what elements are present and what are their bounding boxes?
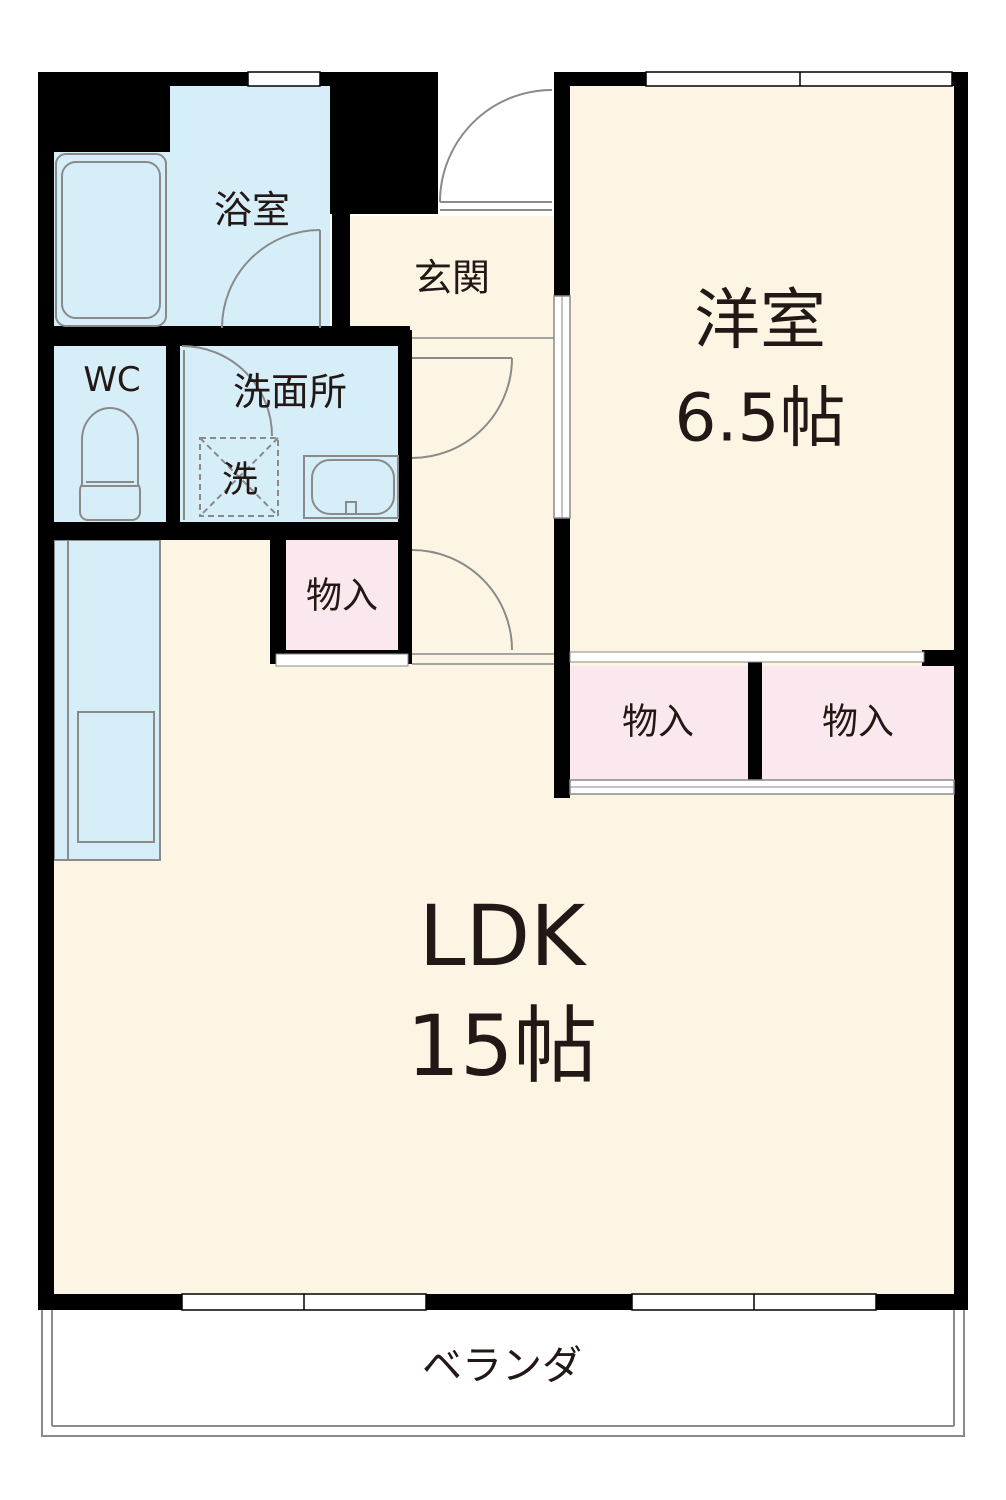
washer-pan — [199, 437, 279, 517]
veranda-label: ベランダ — [422, 1343, 582, 1389]
bath-label: 浴室 — [214, 188, 290, 232]
sink-basin — [77, 711, 155, 843]
fixtures — [55, 153, 399, 521]
hall-floor — [412, 338, 554, 660]
ldk-size-label: 15帖 — [407, 997, 598, 1095]
bathtub — [55, 153, 167, 327]
wash-basin — [303, 455, 399, 519]
washroom-label: 洗面所 — [233, 370, 347, 414]
closet-hall-label: 物入 — [306, 576, 378, 617]
ldk-label: LDK — [419, 887, 587, 985]
toilet-tank — [79, 481, 141, 521]
doors — [181, 89, 553, 651]
toilet-bowl — [81, 407, 139, 487]
closet-hall-floor — [286, 540, 398, 650]
labels: 浴室 玄関 洋室 6.5帖 WC 洗面所 洗 物入 物入 物入 LDK 15帖 … — [83, 188, 894, 1389]
closet-right-label: 物入 — [822, 702, 894, 743]
closet-mid-floor — [570, 666, 748, 780]
wc-label: WC — [83, 360, 140, 400]
genkan-floor — [348, 216, 554, 338]
veranda-floor — [41, 1307, 965, 1437]
western-label: 洋室 — [694, 282, 826, 359]
closet-right-floor — [762, 666, 954, 780]
windows — [181, 71, 955, 1311]
western-floor — [570, 86, 954, 654]
closet-mid-label: 物入 — [622, 702, 694, 743]
genkan-label: 玄関 — [414, 256, 490, 300]
western-size-label: 6.5帖 — [675, 380, 846, 457]
washer-label: 洗 — [222, 460, 258, 501]
